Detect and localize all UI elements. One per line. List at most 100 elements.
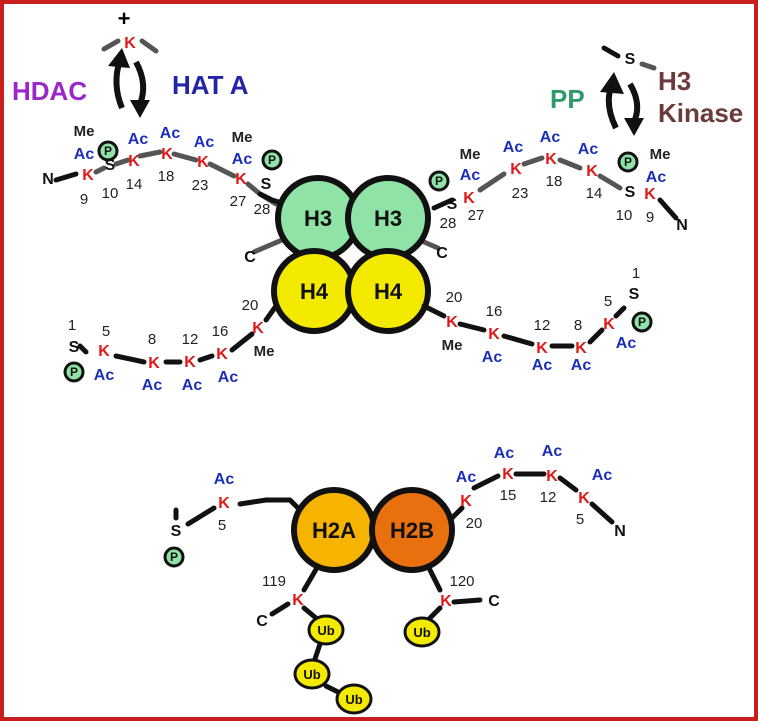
- chain-segment: [113, 157, 131, 167]
- lysine-k12-h2b: K: [546, 468, 558, 485]
- position-28: 28: [254, 201, 271, 218]
- chain-segment: [425, 563, 443, 593]
- position-16-h4-left: 16: [212, 323, 229, 340]
- phospho-s1-h4-right: P: [631, 311, 653, 333]
- lysine-k8-h4-right: K: [575, 340, 587, 357]
- lysine-k5-h2b: K: [578, 490, 590, 507]
- serine-s28-right: S: [447, 196, 458, 213]
- acetyl-k5-h4-left: Ac: [94, 367, 115, 384]
- position-1-h4-left: 1: [68, 317, 76, 334]
- svg-text:Ub: Ub: [345, 692, 362, 707]
- chain-segment: [587, 327, 605, 345]
- h2a-core: H2A: [291, 487, 377, 573]
- svg-text:P: P: [268, 153, 276, 167]
- phospho-s28-right: P: [428, 170, 450, 192]
- position-119-h2a: 119: [262, 573, 286, 590]
- lysine-k23-right: K: [510, 161, 522, 178]
- chain-segment: [657, 197, 679, 221]
- chain-segment: [477, 171, 507, 193]
- phospho-s10-right: P: [617, 151, 639, 173]
- acetyl-k8-h4-right: Ac: [571, 357, 592, 374]
- chain-segment: [197, 353, 215, 363]
- svg-text:P: P: [435, 174, 443, 188]
- h3-right-tail: S K K K K S K N Me Ac Ac Ac Ac Me Ac P P…: [428, 129, 688, 234]
- position-8-h4-left: 8: [148, 331, 156, 348]
- position-12-h4-left: 12: [182, 331, 199, 348]
- lysine-k23: K: [197, 154, 209, 171]
- chain-segment: [229, 331, 255, 353]
- position-10-right: 10: [616, 207, 633, 224]
- lysine-k27-right: K: [463, 190, 475, 207]
- left-enzyme-cycle: + K HDAC HAT A: [12, 6, 249, 118]
- ubiquitin-h2b: Ub: [403, 616, 441, 648]
- acetyl-k27-right: Ac: [460, 167, 481, 184]
- chain-segment: [613, 305, 627, 319]
- acetyl-k18: Ac: [160, 125, 181, 142]
- svg-text:P: P: [170, 550, 178, 564]
- methyl-k27: Me: [232, 129, 253, 146]
- svg-text:H3: H3: [304, 206, 332, 231]
- svg-text:P: P: [638, 315, 646, 329]
- chain-segment: [301, 605, 319, 621]
- serine-s1-h4-left: S: [69, 339, 80, 356]
- chain-segment: [323, 683, 341, 695]
- phospho-s28: P: [261, 149, 283, 171]
- svg-text:Ub: Ub: [303, 667, 320, 682]
- enzyme-chain-right-b: [639, 61, 657, 71]
- chain-segment: [93, 165, 107, 175]
- h3-kinase-label-1: H3: [658, 66, 691, 96]
- arrow-head-up-right: [600, 72, 624, 94]
- phospho-h2a: P: [163, 546, 185, 568]
- lysine-k5-h4-right: K: [603, 316, 615, 333]
- methyl-k9: Me: [74, 123, 95, 140]
- serine-s28: S: [261, 176, 272, 193]
- ubiquitin-h2a-3: Ub: [335, 683, 373, 715]
- lysine-k119-h2a: K: [292, 592, 304, 609]
- chain-segment: [237, 497, 307, 517]
- chain-segment: [457, 321, 487, 333]
- acetyl-k12-h4-left: Ac: [182, 377, 203, 394]
- position-1-h4-right: 1: [632, 265, 640, 282]
- position-14-right: 14: [586, 185, 603, 202]
- acetyl-k12-h4-right: Ac: [532, 357, 553, 374]
- serine-h2a: S: [171, 523, 182, 540]
- pp-label: PP: [550, 84, 585, 114]
- lysine-k20-h2b: K: [460, 493, 472, 510]
- svg-text:H3: H3: [374, 206, 402, 231]
- position-14: 14: [126, 176, 143, 193]
- plus-sign: +: [118, 6, 131, 31]
- lysine-k8-h4-left: K: [148, 355, 160, 372]
- position-27: 27: [230, 193, 247, 210]
- position-5-h2a: 5: [218, 517, 226, 534]
- chain-segment: [451, 597, 483, 605]
- svg-text:Ub: Ub: [413, 625, 430, 640]
- chain-segment: [597, 173, 623, 191]
- chain-segment: [263, 303, 279, 323]
- chain-segment: [269, 601, 291, 617]
- chain-segment: [207, 161, 237, 179]
- right-enzyme-cycle: S PP H3 Kinase: [550, 45, 743, 136]
- lysine-k27: K: [235, 171, 247, 188]
- chain-segment: [557, 157, 583, 171]
- position-5-h2b: 5: [576, 511, 584, 528]
- arrow-head-down-left: [130, 100, 150, 118]
- lysine-k18-right: K: [545, 151, 557, 168]
- methyl-k20-h4-right: Me: [442, 337, 463, 354]
- position-23-right: 23: [512, 185, 529, 202]
- lysine-k5-h4-left: K: [98, 343, 110, 360]
- arrow-head-down-right: [624, 118, 644, 136]
- lysine-k12-h4-left: K: [184, 354, 196, 371]
- h3-c-stub-right: [421, 239, 441, 251]
- enzyme-chain-right-a: [601, 45, 621, 59]
- position-9: 9: [80, 191, 88, 208]
- chain-segment: [557, 475, 579, 493]
- position-5-h4-left: 5: [102, 323, 110, 340]
- c-terminus-h3-right: C: [436, 245, 448, 262]
- lysine-k14: K: [128, 153, 140, 170]
- chain-segment: [521, 155, 545, 167]
- position-5-h4-right: 5: [604, 293, 612, 310]
- chain-segment: [431, 197, 455, 211]
- acetyl-k12-h2b: Ac: [542, 443, 563, 460]
- enzyme-chain-left-a: [101, 38, 121, 52]
